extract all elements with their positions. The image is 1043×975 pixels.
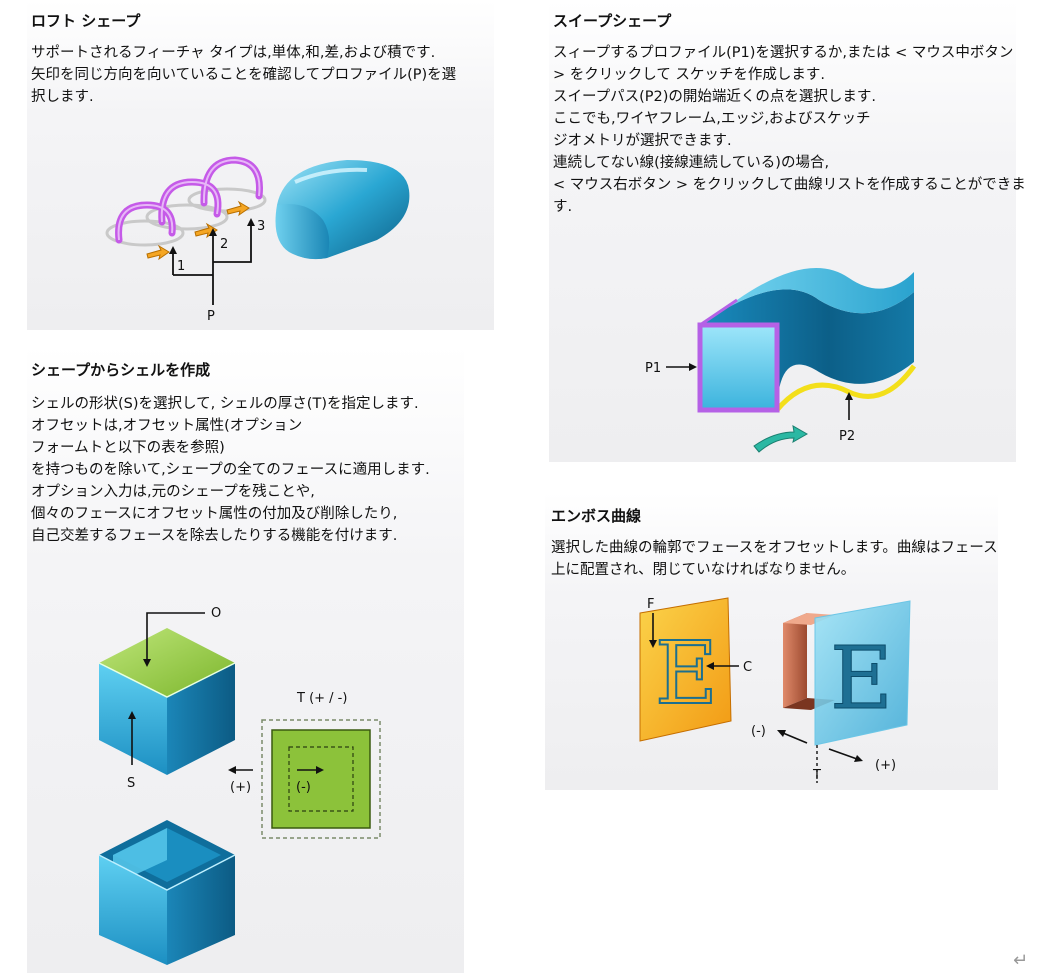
loft-label-1: 1 (177, 259, 185, 274)
sweep-line-4: ここでも,ワイヤフレーム,エッジ,およびスケッチ (553, 111, 871, 127)
shell-line-6: 個々のフェースにオフセット属性の付加及び削除したり, (31, 506, 398, 522)
emboss-illustration: E F C E (-) (+) T (639, 597, 911, 783)
emboss-label-c: C (743, 660, 752, 675)
shell-label-s: S (127, 776, 135, 791)
emboss-letter-raised: E (830, 629, 893, 729)
loft-label-2: 2 (220, 237, 228, 252)
sweep-label-p2: P2 (839, 429, 855, 444)
loft-line-2: 矢印を同じ方向を向いていることを確認してプロファイル(P)を選 (31, 67, 457, 83)
shell-input-solid (98, 628, 236, 775)
sweep-direction-arrow (753, 425, 809, 453)
loft-label-p: P (207, 309, 215, 324)
shell-label-minus: (-) (296, 780, 311, 795)
sweep-result-solid (697, 267, 917, 413)
shell-line-7: 自己交差するフェースを除去したりする機能を付けます. (31, 528, 398, 544)
sweep-line-1: スィープするプロファイル(P1)を選択するか,または < マウス中ボタン (553, 45, 1014, 61)
emboss-label-f: F (647, 597, 654, 612)
sweep-shape-panel: スイープシェープ スィープするプロファイル(P1)を選択するか,または < マウ… (549, 0, 1026, 462)
emboss-line-2: 上に配置され、閉じていなければなりません。 (551, 562, 856, 578)
sweep-label-p1: P1 (645, 361, 661, 376)
loft-label-3: 3 (257, 219, 265, 234)
emboss-label-t: T (812, 768, 821, 783)
shell-line-2: オフセットは,オフセット属性(オプション (31, 418, 303, 434)
sweep-line-2: > をクリックして スケッチを作成します. (553, 67, 826, 83)
loft-base-curves (105, 187, 267, 247)
emboss-input-face: E (639, 597, 732, 742)
emboss-letter-curve: E (655, 624, 718, 724)
emboss-curve-title: エンボス曲線 (551, 507, 642, 525)
loft-shape-panel: ロフト シェープ サポートされるフィーチャ タイプは,単体,和,差,および積です… (27, 0, 494, 330)
shell-label-thickness: T (+ / -) (296, 691, 347, 706)
loft-result-solid (275, 160, 410, 260)
shell-panel: シェープからシェルを作成 シェルの形状(S)を選択して, シェルの厚さ(T)を指… (27, 345, 464, 973)
shell-description: シェルの形状(S)を選択して, シェルの厚さ(T)を指定します. オフセットは,… (31, 393, 430, 547)
shell-thickness-diagram (261, 719, 381, 839)
shell-line-1: シェルの形状(S)を選択して, シェルの厚さ(T)を指定します. (31, 396, 419, 412)
shell-line-5: オプション入力は,元のシェープを残ことや, (31, 484, 315, 500)
sweep-line-6: 連続してない線(接線連続している)の場合, (553, 155, 830, 171)
sweep-shape-description: スィープするプロファイル(P1)を選択するか,または < マウス中ボタン > を… (553, 42, 1026, 218)
emboss-label-minus: (-) (751, 724, 766, 739)
sweep-shape-title: スイープシェープ (553, 12, 672, 30)
loft-shape-title: ロフト シェープ (31, 12, 141, 30)
shell-title: シェープからシェルを作成 (31, 361, 211, 379)
loft-line-3: 択します. (31, 89, 94, 105)
emboss-label-plus: (+) (875, 758, 896, 773)
emboss-result: E (783, 600, 911, 746)
loft-shape-description: サポートされるフィーチャ タイプは,単体,和,差,および積です. 矢印を同じ方向… (31, 42, 456, 108)
paragraph-return-mark: ↵ (1013, 950, 1029, 971)
sweep-line-7: < マウス右ボタン > をクリックして曲線リストを作成することができま (553, 177, 1026, 193)
loft-leader-lines (172, 222, 252, 305)
loft-line-1: サポートされるフィーチャ タイプは,単体,和,差,および積です. (31, 45, 436, 61)
emboss-curve-panel: エンボス曲線 選択した曲線の輪郭でフェースをオフセットします。曲線はフェース 上… (545, 493, 998, 790)
emboss-curve-description: 選択した曲線の輪郭でフェースをオフセットします。曲線はフェース 上に配置され、閉… (551, 537, 998, 581)
sweep-illustration: P1 P2 (645, 267, 917, 453)
emboss-line-1: 選択した曲線の輪郭でフェースをオフセットします。曲線はフェース (551, 540, 998, 556)
shell-label-plus: (+) (230, 780, 251, 795)
shell-result-hollow (98, 820, 236, 965)
shell-label-o: O (211, 606, 221, 621)
shell-line-4: を持つものを除いて,シェープの全てのフェースに適用します. (31, 462, 430, 478)
shell-line-3: フォームトと以下の表を参照) (31, 440, 225, 456)
sweep-line-8: す. (553, 199, 573, 215)
sweep-line-3: スイープパス(P2)の開始端近くの点を選択します. (553, 89, 877, 105)
shell-illustration: O S T (+ / -) (-) (+) (98, 606, 381, 965)
loft-illustration: 1 2 3 P (105, 156, 410, 324)
sweep-line-5: ジオメトリが選択できます. (553, 133, 732, 149)
